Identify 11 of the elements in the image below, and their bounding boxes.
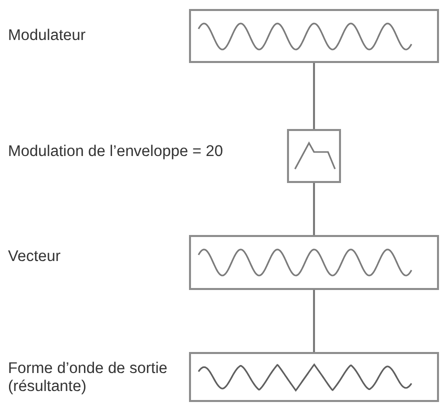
connector-line: [313, 63, 315, 129]
waveform-box: [189, 9, 439, 63]
connector-line: [313, 290, 315, 352]
waveform-box: [189, 352, 439, 402]
text-label: Vecteur: [8, 248, 61, 266]
envelope-box: [287, 129, 341, 183]
text-label: Modulation de l’enveloppe = 20: [8, 143, 224, 161]
connector-line: [313, 183, 315, 235]
text-label: Forme d’onde de sortie (résultante): [8, 360, 168, 396]
waveform-box: [189, 235, 439, 290]
text-label: Modulateur: [8, 27, 86, 45]
